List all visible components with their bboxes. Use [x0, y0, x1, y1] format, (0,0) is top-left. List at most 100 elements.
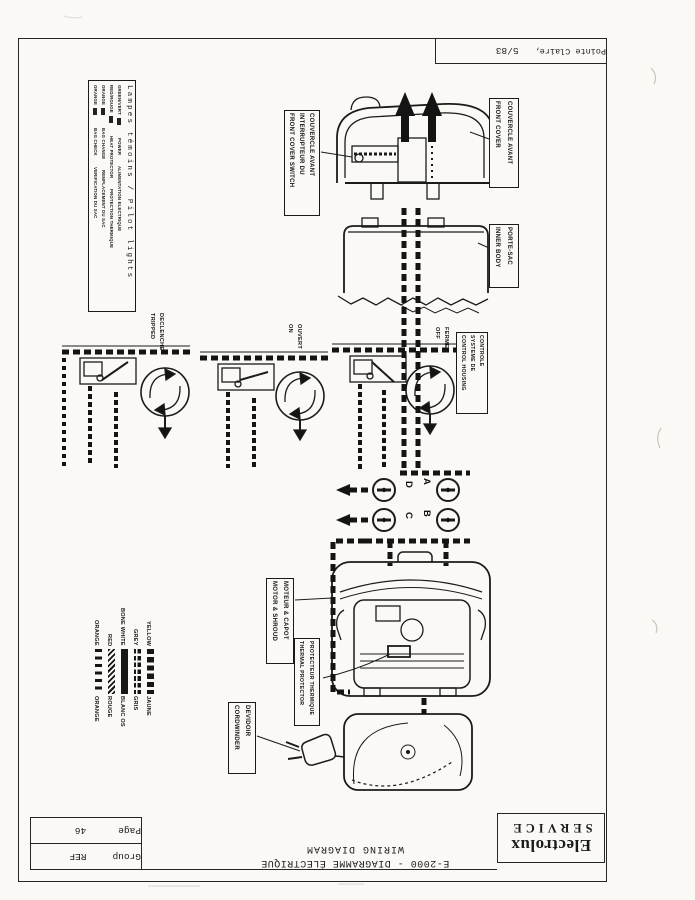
label-line: OFF [434, 327, 440, 340]
page-label: Page [118, 825, 141, 836]
pilot-en: BAG CHANGE [101, 128, 106, 160]
label-front-cover-switch: FRONT COVER SWITCH INTERRUPTEUR DU COUVE… [284, 110, 320, 216]
label-on: ON OUVERT [285, 324, 305, 364]
group-value: REF [69, 850, 87, 862]
wire-color-fr: ROUGE [106, 696, 112, 718]
footer-brand-box: Electrolux SERVICE [497, 813, 605, 863]
label-line: MOTEUR & CAPOT [282, 581, 288, 640]
wire-arrowheads [336, 484, 350, 526]
terminal-letter-b: B [421, 510, 432, 517]
pilot-color: RED/ROUGE [109, 85, 114, 113]
pilot-en: BAG CHECK [93, 128, 98, 157]
wire-pattern-swatch-icon [147, 649, 154, 694]
label-line: FRONT COVER [494, 101, 500, 148]
wire-color-column: ORANGE ORANGE [93, 608, 105, 742]
footer-group-cell: Group REF [30, 842, 142, 870]
wiring-runs [62, 208, 470, 714]
pilot-color: ORANGE [93, 85, 98, 106]
wire-color-legend: ORANGE ORANGE RED ROUGE BONE WHITE BLANC… [92, 608, 158, 744]
label-line: COUVERCLE AVANT [506, 101, 512, 165]
label-thermal-protector: THERMAL PROTECTOR PROTECTEUR THERMIQUE [294, 638, 320, 726]
breaker-on-drawing [200, 351, 328, 442]
wire-color-en: RED [106, 633, 112, 646]
pilot-en: HEAT PROTECTOR [109, 136, 114, 179]
brand-content: Electrolux SERVICE [498, 814, 604, 862]
pilot-fr: ALIMENTATION ELECTRIQUE [117, 165, 122, 232]
label-control-housing: CONTROL HOUSING SYSTEME DE CONTROLE [456, 332, 488, 414]
wire-color-en: BONE WHITE [119, 608, 125, 646]
breaker-tripped-drawing [62, 345, 190, 440]
wire-pattern-swatch-icon [121, 649, 128, 694]
header-box: Pointe Claire, 5/83 [435, 39, 606, 64]
wire-color-fr: GRIS [132, 696, 138, 711]
pilot-fr: REMPLACEMENT DU SAC [101, 170, 106, 229]
label-inner-body: INNER BODY PORTE-SAC [489, 224, 519, 288]
airflow-arrows-icon [395, 92, 442, 142]
label-line: SYSTEME DE [469, 335, 475, 372]
label-line: TRIPPED [149, 313, 155, 340]
label-line: PROTECTEUR THERMIQUE [308, 641, 314, 716]
pilot-swatch-icon [93, 108, 97, 116]
page-value: 46 [74, 825, 87, 836]
label-line: PORTE-SAC [506, 227, 512, 266]
wire-pattern-swatch-icon [95, 649, 102, 694]
footer-group-content: Group REF [31, 844, 151, 869]
terminal-letter-d: D [403, 481, 414, 488]
pilot-lights-title: Lampes témoins / Pilot lights [125, 85, 133, 280]
label-line: CORDWINDER [233, 705, 239, 750]
wire-color-column: RED ROUGE [106, 608, 118, 742]
pilot-fr: VERIFICATION DU SAC [93, 166, 98, 219]
page-frame [18, 38, 607, 882]
label-line: MOTOR & SHROUD [271, 581, 277, 642]
group-label: Group [112, 850, 141, 862]
brand-logo-text: Electrolux [510, 836, 592, 856]
pilot-lights-legend: Lampes témoins / Pilot lights ORANGE BAG… [88, 80, 136, 312]
pilot-color: GREEN/VERT [117, 85, 122, 115]
label-tripped: TRIPPED DECLENCHE [147, 313, 169, 361]
connector-block-drawing [372, 478, 460, 532]
motor-drawing [294, 551, 491, 697]
label-line: FERME [443, 327, 449, 349]
pilot-light-entry: GREEN/VERT POWER ALIMENTATION ELECTRIQUE [116, 85, 123, 309]
scan-artifact-marks [63, 15, 662, 887]
pilot-light-entry: RED/ROUGE HEAT PROTECTOR PROTECTION THER… [108, 85, 115, 309]
footer-page-cell: Page 46 [30, 817, 142, 844]
pilot-swatch-icon [117, 117, 121, 125]
label-line: THERMAL PROTECTOR [298, 641, 304, 706]
doc-title-fr: E-2000 - DIAGRAMME ÉLECTRIQUE [260, 857, 450, 868]
footer-page-content: Page 46 [31, 818, 151, 843]
wire-color-column: GREY GRIS [132, 608, 144, 742]
label-line: DEVIDOIR [244, 705, 250, 737]
brand-service-text: SERVICE [509, 821, 593, 836]
label-motor-shroud: MOTOR & SHROUD MOTEUR & CAPOT [266, 578, 294, 664]
wire-pattern-swatch-icon [108, 649, 115, 694]
wire-color-fr: ORANGE [93, 696, 99, 722]
cordwinder-drawing [256, 713, 473, 791]
terminal-letter-a: A [421, 478, 432, 485]
pilot-light-entry: ORANGE BAG CHECK VERIFICATION DU SAC [92, 85, 99, 309]
pilot-color: ORANGE [101, 85, 106, 106]
pilot-swatch-icon [109, 115, 113, 123]
wire-color-column: YELLOW JAUNE [145, 608, 157, 742]
label-line: INNER BODY [494, 227, 500, 268]
label-line: INTERRUPTEUR DU [298, 113, 304, 175]
doc-title-en: WIRING DIAGRAM [306, 843, 405, 854]
footer-rule [132, 869, 497, 870]
label-front-cover: FRONT COVER COUVERCLE AVANT [489, 98, 519, 188]
wire-color-fr: BLANC OS [119, 696, 125, 727]
pilot-fr: PROTECTION THERMIQUE [109, 188, 114, 249]
wire-color-en: ORANGE [93, 620, 99, 646]
footer-doc-title: E-2000 - DIAGRAMME ÉLECTRIQUE WIRING DIA… [235, 826, 475, 868]
wire-color-fr: JAUNE [145, 696, 151, 716]
pilot-swatch-icon [101, 108, 105, 116]
label-off: OFF FERME [432, 327, 452, 365]
label-line: ON [287, 324, 293, 333]
wire-color-en: GREY [132, 629, 138, 646]
pilot-en: POWER [117, 138, 122, 156]
wire-pattern-swatch-icon [134, 649, 141, 694]
label-line: FRONT COVER SWITCH [288, 113, 294, 188]
label-cordwinder: CORDWINDER DEVIDOIR [228, 702, 256, 774]
wire-color-column: BONE WHITE BLANC OS [119, 608, 131, 742]
